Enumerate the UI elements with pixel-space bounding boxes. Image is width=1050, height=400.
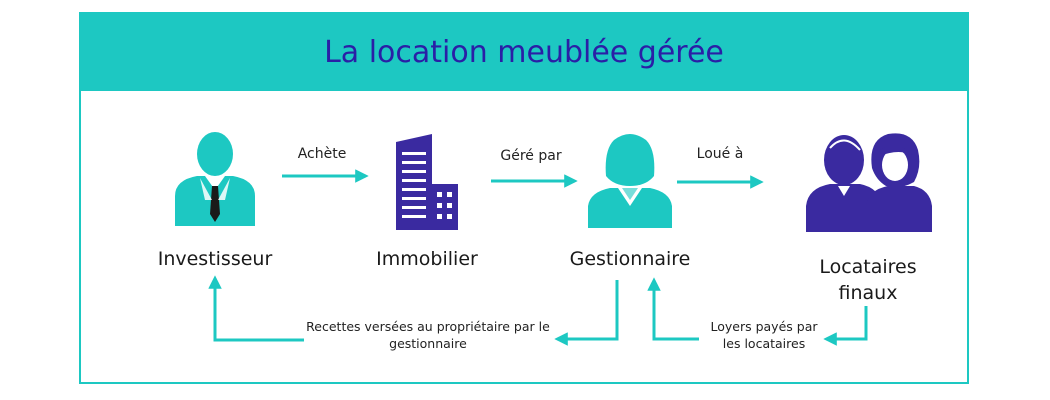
businesswoman-icon <box>588 134 672 228</box>
arrow-recettes-right <box>554 280 619 346</box>
edge-label-gere-par: Géré par <box>500 148 562 164</box>
node-locataires: Locataires finaux <box>819 256 917 304</box>
title-banner: La location meublée gérée <box>81 14 967 91</box>
businessman-icon <box>175 132 255 226</box>
arrow-recettes-left <box>208 275 304 342</box>
arrow-loyers-right <box>823 306 868 346</box>
edge-label-achete: Achète <box>297 146 347 162</box>
diagram-title: La location meublée gérée <box>324 35 724 70</box>
node-investisseur: Investisseur <box>157 248 273 270</box>
building-icon <box>396 134 458 230</box>
node-gestionnaire: Gestionnaire <box>569 248 691 270</box>
arrow-loyers-left <box>647 277 699 341</box>
edge-label-loyers: Loyers payés par les locataires <box>710 319 818 351</box>
edge-label-recettes: Recettes versées au propriétaire par le … <box>306 319 550 351</box>
tenants-couple-icon <box>806 133 932 232</box>
node-immobilier: Immobilier <box>376 248 478 270</box>
edge-label-loue-a: Loué à <box>696 146 744 162</box>
